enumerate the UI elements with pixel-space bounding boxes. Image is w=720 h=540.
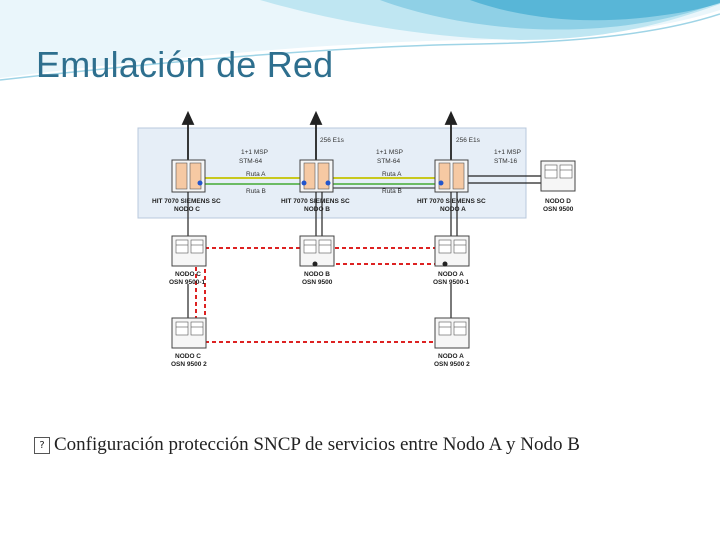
label-msp-2b: STM-64	[377, 158, 401, 165]
label-ruta-a-right: Ruta A	[382, 171, 402, 178]
rack-osn-nodo-c-2	[171, 317, 207, 349]
node-label-osn-b-1: NODO B	[304, 271, 330, 278]
rack-osn-nodo-a-1	[434, 235, 470, 267]
rack-osn-nodo-d	[540, 160, 576, 192]
label-msp-3b: STM-16	[494, 158, 518, 165]
header-swoosh-decoration	[0, 0, 720, 81]
rack-osn-nodo-b	[299, 235, 335, 267]
node-label-osn-b-2: OSN 9500	[302, 279, 333, 286]
node-label-osn-d-2: OSN 9500	[543, 206, 574, 213]
node-label-osn-c1-1: NODO C	[175, 271, 201, 278]
label-ruta-b-right: Ruta B	[382, 188, 402, 195]
rack-hit-nodo-c	[171, 159, 206, 193]
label-top-e1-a: 256 E1s	[320, 137, 345, 144]
rack-hit-nodo-b	[299, 159, 334, 193]
label-ruta-b-left: Ruta B	[246, 188, 266, 195]
node-label-osn-a2-1: NODO A	[438, 353, 464, 360]
up-arrow-center	[309, 110, 323, 160]
bullet-marker-icon: ?	[34, 436, 50, 454]
node-label-osn-c2-1: NODO C	[175, 353, 201, 360]
label-ruta-a-left: Ruta A	[246, 171, 266, 178]
rack-osn-nodo-c-1	[171, 235, 207, 267]
up-arrow-left	[181, 110, 195, 160]
rack-hit-nodo-a	[434, 159, 469, 193]
label-top-e1-b: 256 E1s	[456, 137, 481, 144]
rack-osn-nodo-a-2	[434, 317, 470, 349]
node-label-osn-a2-2: OSN 9500 2	[434, 361, 470, 368]
node-label-hit-b-2: NODO B	[304, 206, 330, 213]
bullet-text: Configuración protección SNCP de servici…	[54, 434, 580, 455]
node-label-osn-a1-2: OSN 9500-1	[433, 279, 470, 286]
slide-title: Emulación de Red	[36, 44, 334, 85]
node-label-hit-c-2: NODO C	[174, 206, 200, 213]
node-label-osn-a1-1: NODO A	[438, 271, 464, 278]
label-msp-3: 1+1 MSP	[494, 149, 521, 156]
label-msp-1: 1+1 MSP	[241, 149, 268, 156]
label-msp-1b: STM-64	[239, 158, 263, 165]
node-label-osn-d-1: NODO D	[545, 198, 571, 205]
node-label-osn-c1-2: OSN 9500-1	[169, 279, 206, 286]
bullet-item: ? Configuración protección SNCP de servi…	[34, 434, 580, 456]
label-msp-2: 1+1 MSP	[376, 149, 403, 156]
node-label-hit-c-1: HIT 7070 SIEMENS SC	[152, 198, 221, 205]
node-label-osn-c2-2: OSN 9500 2	[171, 361, 207, 368]
node-label-hit-a-2: NODO A	[440, 206, 466, 213]
up-arrow-right	[444, 110, 458, 160]
